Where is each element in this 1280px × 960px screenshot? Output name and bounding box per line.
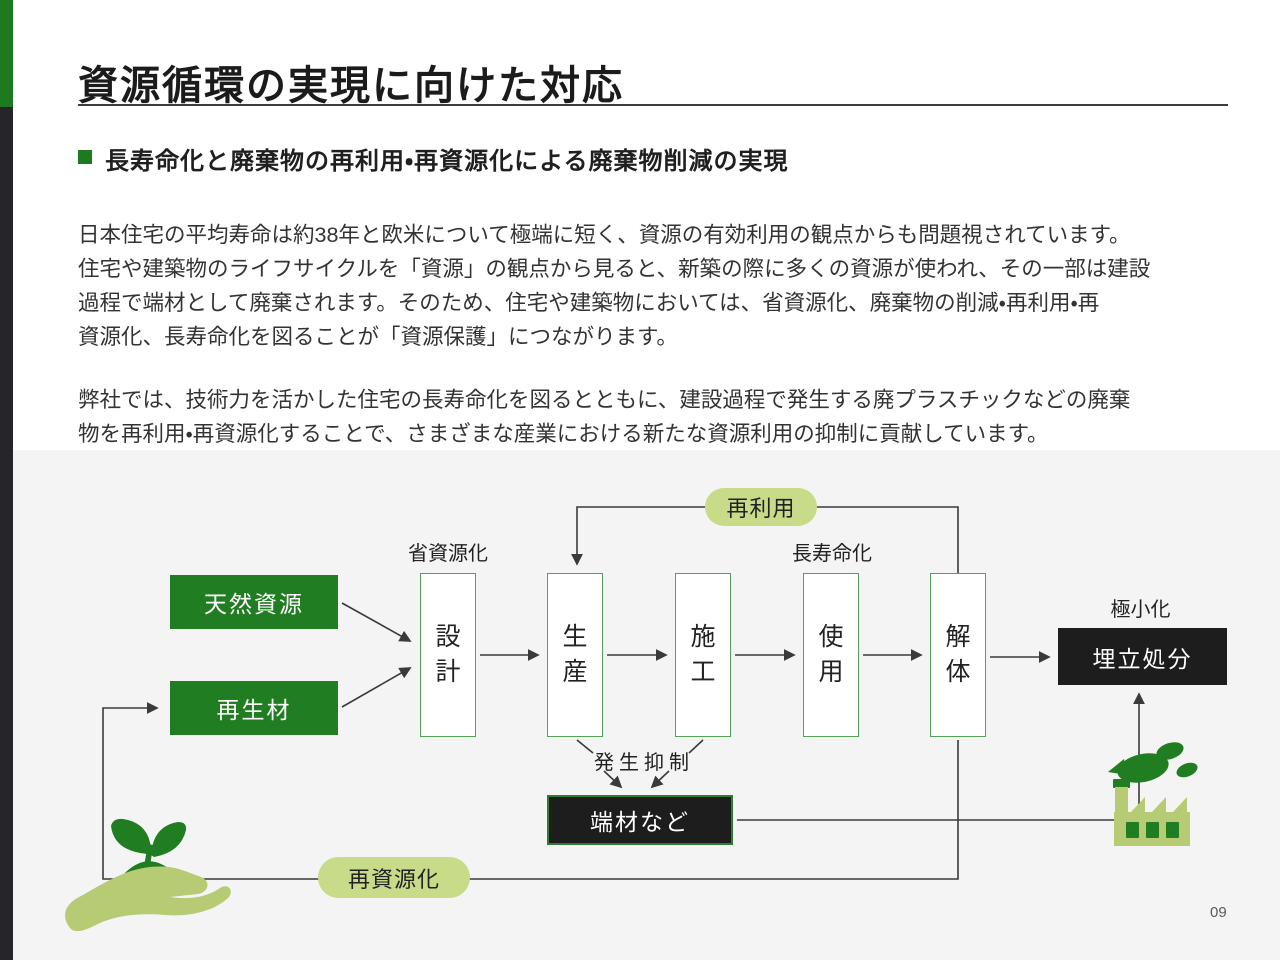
- offcuts-box: 端材など: [547, 795, 733, 845]
- reuse-pill: 再利用: [705, 488, 817, 526]
- stage-label: 設計: [435, 622, 461, 687]
- label-long-life: 長寿命化: [792, 543, 872, 565]
- page-title: 資源循環の実現に向けた対応: [78, 62, 624, 108]
- stage-box-construction: 施工: [675, 573, 731, 737]
- recycled-material-box: 再生材: [170, 681, 338, 735]
- stage-box-production: 生産: [547, 573, 603, 737]
- body-paragraph-1: 日本住宅の平均寿命は約38年と欧米について極端に短く、資源の有効利用の観点からも…: [78, 222, 1151, 349]
- left-accent-bar-dark: [0, 107, 13, 960]
- green-square-bullet-icon: [78, 150, 92, 164]
- landfill-disposal-box: 埋立処分: [1058, 628, 1227, 685]
- stage-box-use: 使用: [803, 573, 859, 737]
- label-generation-suppression: 発生抑制: [594, 752, 694, 774]
- stage-label: 使用: [818, 622, 844, 687]
- left-accent-bar-green: [0, 0, 13, 107]
- stage-box-design: 設計: [420, 573, 476, 737]
- stage-label: 解体: [945, 622, 971, 687]
- section-heading: 長寿命化と廃棄物の再利用・再資源化による廃棄物削減の実現: [78, 141, 788, 176]
- stage-box-demolition: 解体: [930, 573, 986, 737]
- section-heading-text: 長寿命化と廃棄物の再利用・再資源化による廃棄物削減の実現: [105, 149, 789, 175]
- body-paragraph-2: 弊社では、技術力を活かした住宅の長寿命化を図るとともに、建設過程で発生する廃プラ…: [78, 387, 1131, 446]
- recycle-pill: 再資源化: [318, 857, 470, 898]
- stage-label: 施工: [690, 622, 716, 687]
- label-resource-saving: 省資源化: [408, 543, 488, 565]
- label-minimization: 極小化: [1110, 599, 1171, 621]
- stage-label: 生産: [562, 622, 588, 687]
- natural-resources-box: 天然資源: [170, 575, 338, 629]
- page-number: 09: [1210, 904, 1227, 921]
- title-divider: [78, 104, 1228, 106]
